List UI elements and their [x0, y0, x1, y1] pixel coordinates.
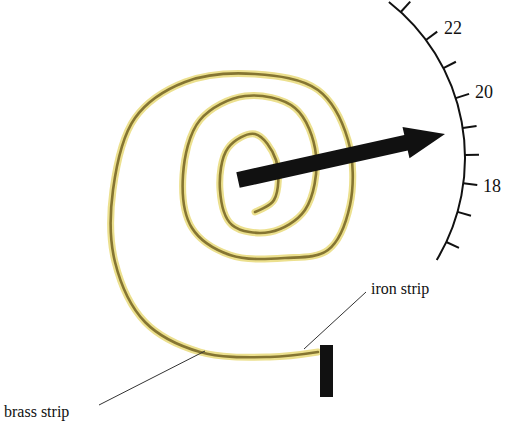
- scale-number-holder: 22: [444, 19, 462, 37]
- part-label: brass strip: [4, 404, 69, 420]
- part-label-holder: brass strip: [4, 404, 69, 420]
- scale-tick: [463, 183, 477, 185]
- spiral-strip: [111, 73, 353, 357]
- scale-ticks: [401, 2, 479, 248]
- scale-tick: [401, 2, 410, 12]
- part-label-holder: iron strip: [371, 281, 429, 297]
- scale-tick: [426, 32, 437, 40]
- part-label: iron strip: [371, 281, 429, 297]
- scale-tick: [458, 212, 471, 216]
- pointer-arrow: [236, 127, 445, 188]
- mount-post: [320, 345, 333, 397]
- leader-line: [99, 351, 205, 405]
- scale-number: 20: [475, 83, 493, 101]
- scale-tick: [443, 62, 455, 68]
- scale-tick: [465, 154, 479, 156]
- leader-line: [304, 292, 366, 349]
- scale-number-holder: 18: [483, 177, 501, 195]
- scale-tick: [463, 126, 477, 128]
- scale-arc: [389, 2, 465, 260]
- scale-number-holder: 20: [475, 83, 493, 101]
- scale-tick: [456, 94, 469, 98]
- scale-number: 22: [444, 19, 462, 37]
- scale-number: 18: [483, 177, 501, 195]
- spiral-strip: [111, 73, 353, 357]
- scale-tick: [446, 242, 459, 248]
